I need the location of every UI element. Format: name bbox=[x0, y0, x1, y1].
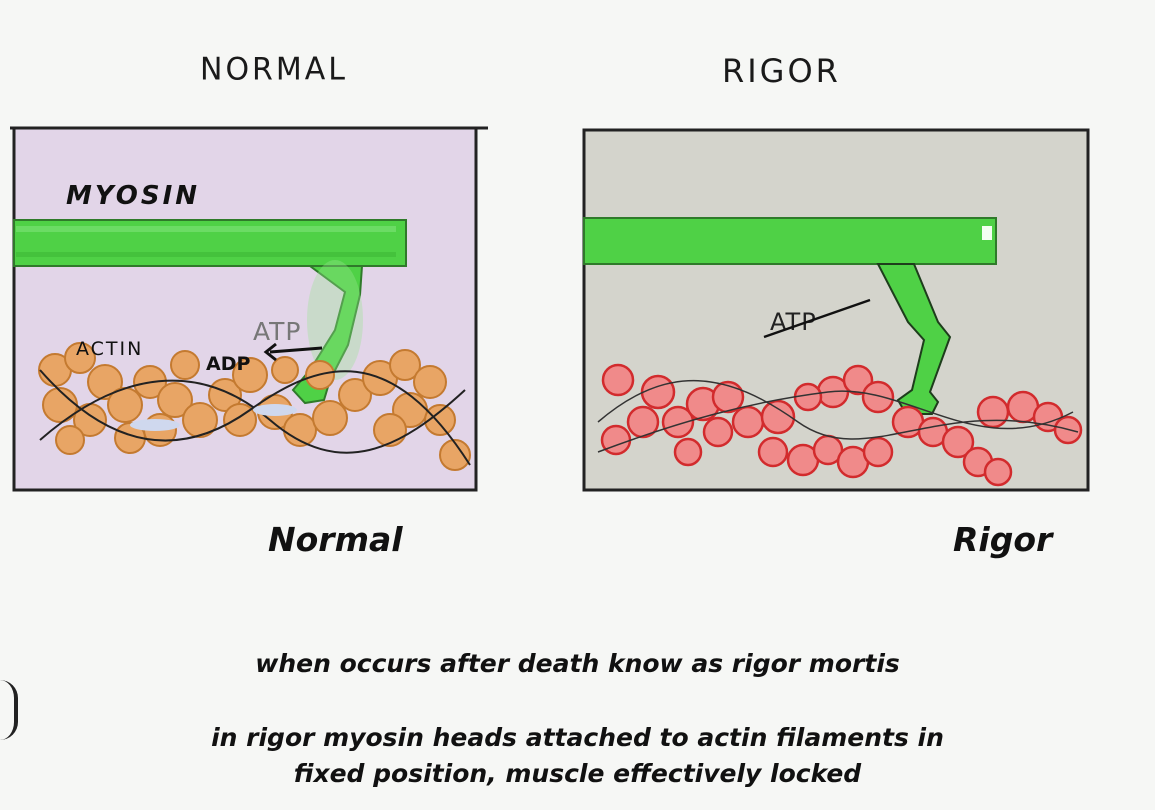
rigor-myosin-filament bbox=[584, 218, 996, 264]
normal-panel: MYOSIN ACTIN ATP ADP bbox=[10, 120, 490, 495]
normal-actin-label: ACTIN bbox=[76, 338, 143, 360]
edge-mark bbox=[0, 680, 18, 740]
normal-atp-label: ATP bbox=[253, 317, 302, 346]
caption-normal: Normal bbox=[268, 520, 403, 559]
heading-rigor: RIGOR bbox=[722, 52, 841, 90]
note-rigor-mortis: when occurs after death know as rigor mo… bbox=[0, 646, 1155, 682]
normal-myosin-label: MYOSIN bbox=[66, 181, 200, 211]
heading-normal: NORMAL bbox=[200, 51, 348, 88]
note-line-2b: fixed position, muscle effectively locke… bbox=[0, 756, 1155, 792]
note-line-2a: in rigor myosin heads attached to actin … bbox=[0, 720, 1155, 756]
normal-adp-label: ADP bbox=[206, 353, 250, 375]
caption-rigor: Rigor bbox=[953, 520, 1052, 559]
rigor-panel-background bbox=[584, 130, 1088, 490]
rigor-panel: ATP bbox=[578, 122, 1098, 492]
note-rigor-mechanism: in rigor myosin heads attached to actin … bbox=[0, 720, 1155, 792]
